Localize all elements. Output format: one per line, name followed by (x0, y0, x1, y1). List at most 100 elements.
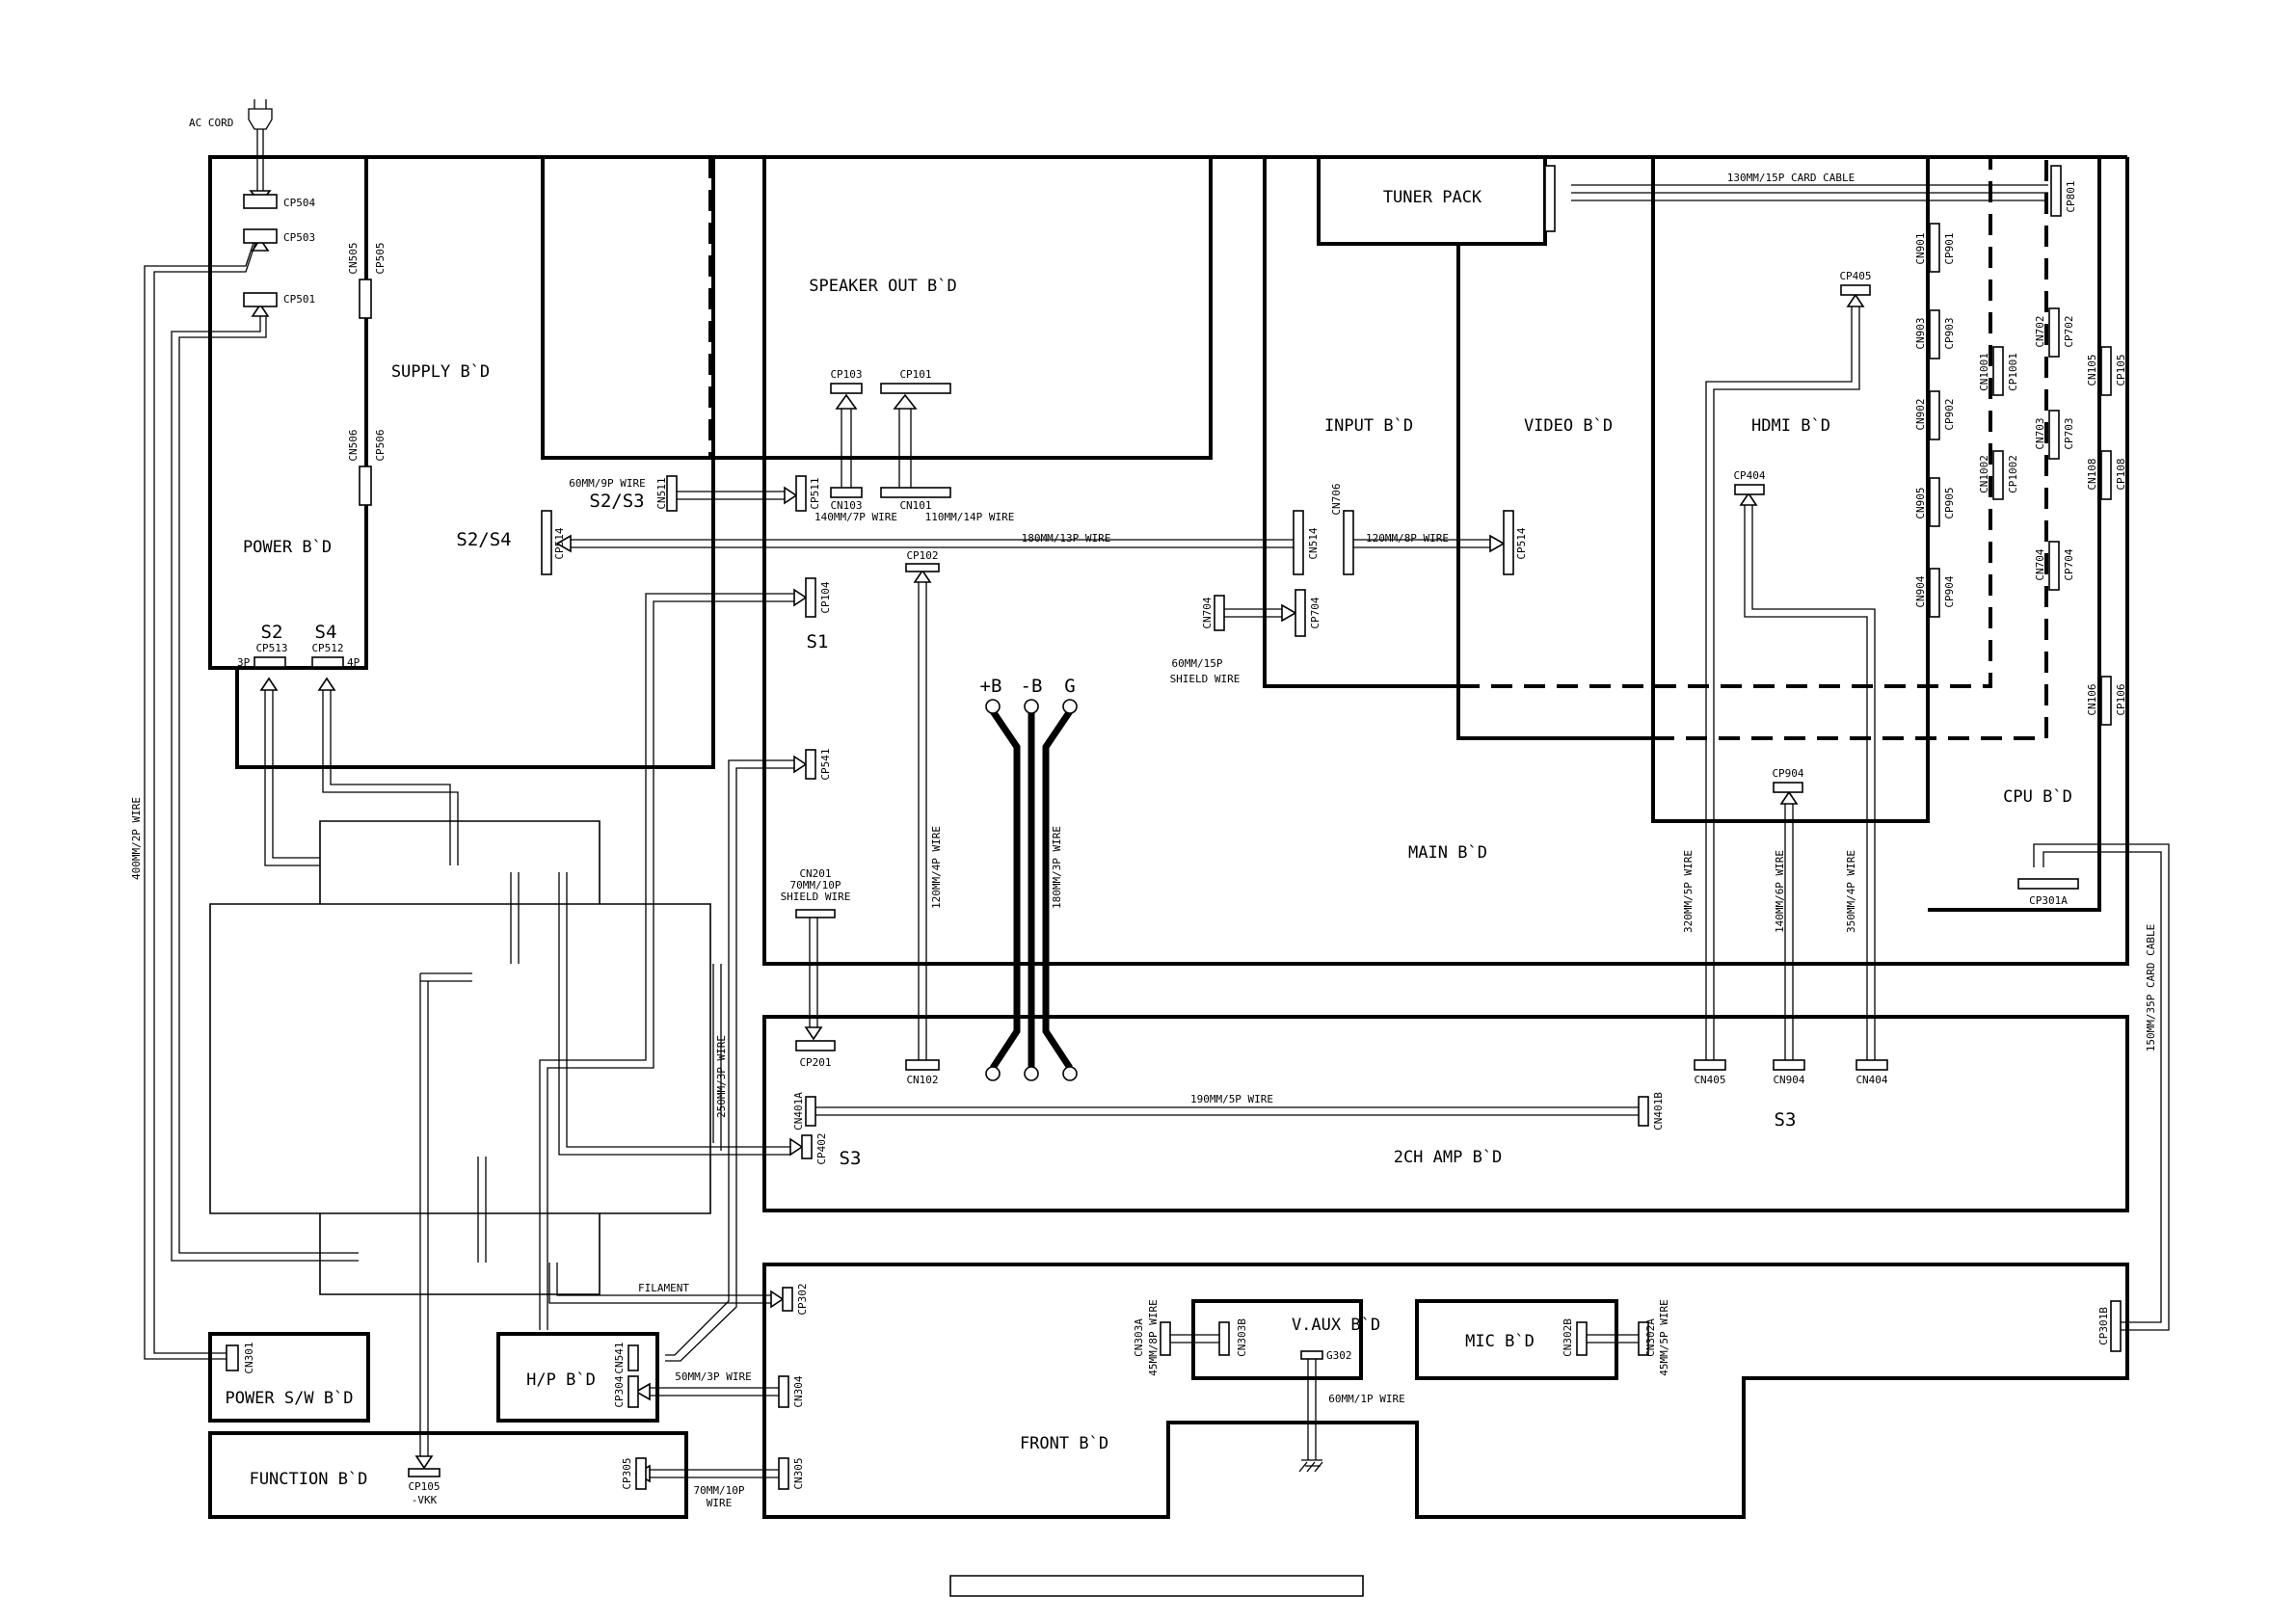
label-cn541: CN541 (613, 1342, 626, 1373)
label-cp702: CP702 (2063, 315, 2075, 347)
arrow-cp101 (893, 393, 918, 410)
label-cp903: CP903 (1943, 317, 1956, 349)
connector-cp201 (795, 1040, 836, 1051)
label-cn108: CN108 (2086, 458, 2098, 490)
label-cn101: CN101 (899, 499, 931, 512)
label-cn302a: CN302A (1644, 1318, 1657, 1357)
ac-cord-label: AC CORD (189, 117, 233, 129)
wire-320mm-5p: 320MM/5P WIRE (1682, 850, 1695, 933)
connector-cn541 (627, 1344, 639, 1371)
label-cn706: CN706 (1330, 483, 1343, 515)
connector-cp905 (1929, 477, 1940, 527)
connector-cp103 (830, 383, 863, 394)
wire-120mm-4p: 120MM/4P WIRE (930, 826, 943, 909)
label-cn401a: CN401A (792, 1092, 805, 1131)
connector-cn201 (795, 909, 836, 918)
label-cp201: CP201 (799, 1056, 831, 1069)
label-cn704-cpu: CN704 (2034, 548, 2046, 580)
label-cn1002: CN1002 (1978, 455, 1990, 493)
minus-b-label: -B (1021, 676, 1043, 697)
label-cn904-vertical: CN904 (1914, 575, 1927, 607)
label-cp105-function: CP105 (408, 1480, 440, 1493)
supply-board-label: SUPPLY B`D (391, 362, 490, 382)
g-terminal-bottom (1062, 1066, 1078, 1081)
tuner-pack-label: TUNER PACK (1383, 188, 1482, 207)
label-cn303a: CN303A (1133, 1318, 1145, 1357)
arrow-cp201 (804, 1026, 823, 1041)
label-cn505: CN505 (347, 242, 360, 274)
connector-cn706 (1343, 510, 1354, 575)
wire-label-wire: WIRE (707, 1497, 733, 1509)
label-cp301b: CP301B (2097, 1307, 2110, 1345)
main-board-label: MAIN B`D (1408, 843, 1487, 863)
arrow-cp302 (770, 1290, 785, 1309)
label-cn102: CN102 (906, 1074, 938, 1086)
label-cp305: CP305 (621, 1457, 633, 1489)
connector-cn405 (1694, 1059, 1726, 1071)
connector-cp902 (1929, 390, 1940, 440)
connector-cp801 (2050, 165, 2062, 217)
connector-cp104 (805, 577, 816, 618)
label-cp514-left: CP514 (553, 527, 566, 559)
connector-cp514-left (541, 510, 552, 575)
label-cn506: CN506 (347, 429, 360, 461)
wire-180mm-13p: 180MM/13P WIRE (1022, 532, 1111, 545)
amp-2ch-board-label: 2CH AMP B`D (1394, 1148, 1503, 1167)
s4-label: S4 (315, 622, 337, 643)
label-cn904: CN904 (1773, 1074, 1804, 1086)
label-cp501: CP501 (283, 293, 315, 306)
label-cp405: CP405 (1839, 270, 1871, 282)
label-cp905: CP905 (1943, 487, 1956, 519)
connector-cn305 (778, 1457, 789, 1490)
connector-cp511 (795, 475, 807, 512)
wire-45mm-5p: 45MM/5P WIRE (1658, 1299, 1670, 1375)
wire-45mm-8p: 45MM/8P WIRE (1147, 1299, 1160, 1375)
arrow-cp404 (1739, 492, 1758, 506)
connector-cp904 (1773, 782, 1803, 793)
wire-140mm-6p: 140MM/6P WIRE (1774, 850, 1786, 933)
connector-cn904 (1773, 1059, 1805, 1071)
label-cn511: CN511 (655, 477, 668, 509)
label-cp704-cpu: CP704 (2063, 548, 2075, 580)
label-cn704: CN704 (1201, 597, 1214, 628)
s2-label: S2 (261, 622, 283, 643)
connector-cn303b (1218, 1321, 1230, 1356)
s3-amp-label: S3 (840, 1148, 862, 1169)
wire-350mm-4p: 350MM/4P WIRE (1845, 850, 1857, 933)
board-labels: POWER B`D SUPPLY B`D SPEAKER OUT B`D TUN… (225, 188, 2071, 1489)
connector-cp501 (243, 292, 278, 307)
connector-cp704-input (1295, 589, 1306, 637)
board-outlines (208, 155, 2129, 1597)
minus-b-terminal-bottom (1024, 1066, 1039, 1081)
connector-cn302b (1576, 1321, 1588, 1356)
label-vkk: -VKK (412, 1494, 438, 1506)
label-cp513: CP513 (255, 642, 287, 654)
function-board-label: FUNCTION B`D (250, 1470, 368, 1489)
label-cp801: CP801 (2065, 180, 2077, 212)
connector-cn101 (880, 487, 951, 498)
label-cn903: CN903 (1914, 317, 1927, 349)
label-cp304: CP304 (613, 1375, 626, 1407)
label-cp514-right: CP514 (1515, 527, 1528, 559)
label-cn103: CN103 (830, 499, 862, 512)
power-board-label: POWER B`D (243, 538, 332, 557)
wire-70mm-10p-front: 70MM/10P (694, 1484, 745, 1497)
connector-cp105 (2100, 346, 2112, 396)
connector-g302 (1300, 1350, 1323, 1360)
label-cn305: CN305 (792, 1457, 805, 1489)
power-bus-wires (985, 699, 1078, 1081)
label-cn405: CN405 (1694, 1074, 1725, 1086)
plus-b-label: +B (980, 676, 1002, 697)
label-cn303b: CN303B (1236, 1318, 1248, 1357)
connector-cp903 (1929, 309, 1940, 359)
wire-60mm-15p: 60MM/15P (1172, 657, 1223, 670)
power-sw-board-label: POWER S/W B`D (225, 1389, 353, 1408)
connector-cp106 (2100, 676, 2112, 726)
4p-label: 4P (347, 656, 360, 669)
wire-400mm-2p: 400MM/2P WIRE (130, 797, 143, 880)
arrow-cp513 (259, 677, 279, 691)
connector-cp105-function (408, 1468, 441, 1477)
wire-140mm-7p: 140MM/7P WIRE (814, 511, 897, 523)
connector-cn401a (805, 1096, 816, 1127)
